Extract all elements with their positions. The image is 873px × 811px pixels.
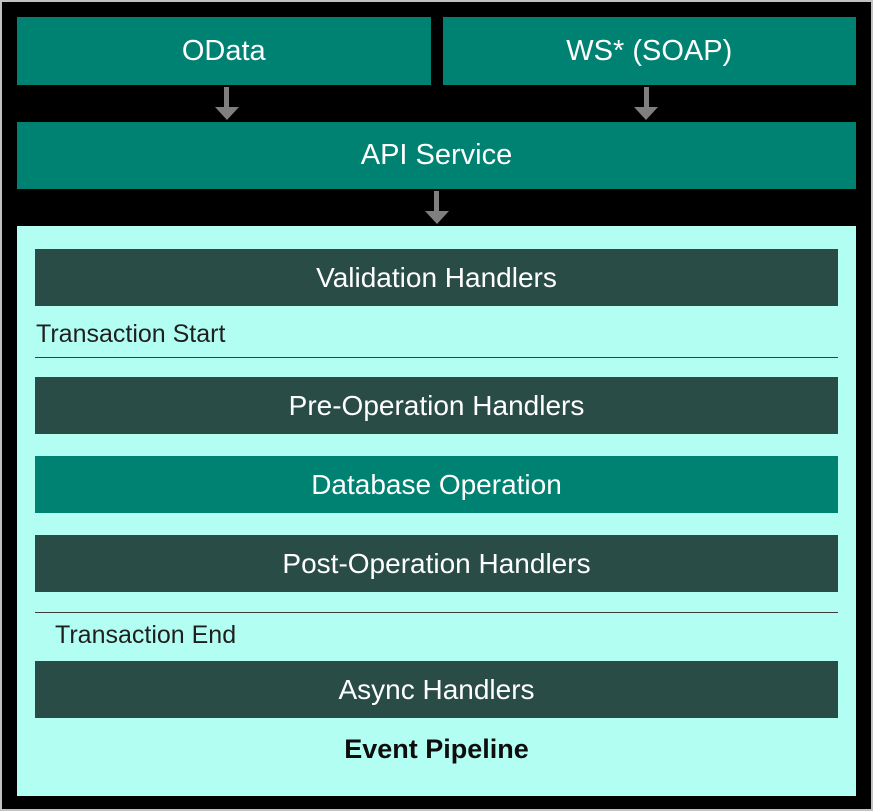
source-row: OData WS* (SOAP) [17,17,856,85]
arrow-down-icon [634,87,659,120]
post-operation-handlers-label: Post-Operation Handlers [282,547,591,579]
soap-box: WS* (SOAP) [442,17,856,85]
api-arrow-row [17,189,856,226]
async-handlers-box: Async Handlers [35,661,838,718]
event-pipeline-title: Event Pipeline [344,734,529,764]
soap-label: WS* (SOAP) [566,34,733,67]
arrow-down-icon [214,87,239,120]
event-pipeline-container: Validation Handlers Transaction Start Pr… [17,226,856,796]
transaction-end-label: Transaction End [55,621,237,649]
api-service-label: API Service [360,139,513,171]
transaction-start-line [35,357,838,358]
post-operation-handlers-box: Post-Operation Handlers [35,535,838,592]
source-arrows-row [17,85,856,122]
async-handlers-label: Async Handlers [338,673,535,705]
api-service-box: API Service [17,122,856,189]
database-operation-label: Database Operation [311,468,562,500]
transaction-start-label: Transaction Start [36,320,226,348]
pre-operation-handlers-box: Pre-Operation Handlers [35,377,838,434]
validation-handlers-label: Validation Handlers [316,261,557,293]
database-operation-box: Database Operation [35,456,838,513]
arrow-down-icon [424,191,449,224]
pre-operation-handlers-label: Pre-Operation Handlers [288,389,585,421]
validation-handlers-box: Validation Handlers [35,249,838,306]
odata-label: OData [181,34,266,67]
odata-box: OData [17,17,431,85]
transaction-end-line [35,612,838,613]
